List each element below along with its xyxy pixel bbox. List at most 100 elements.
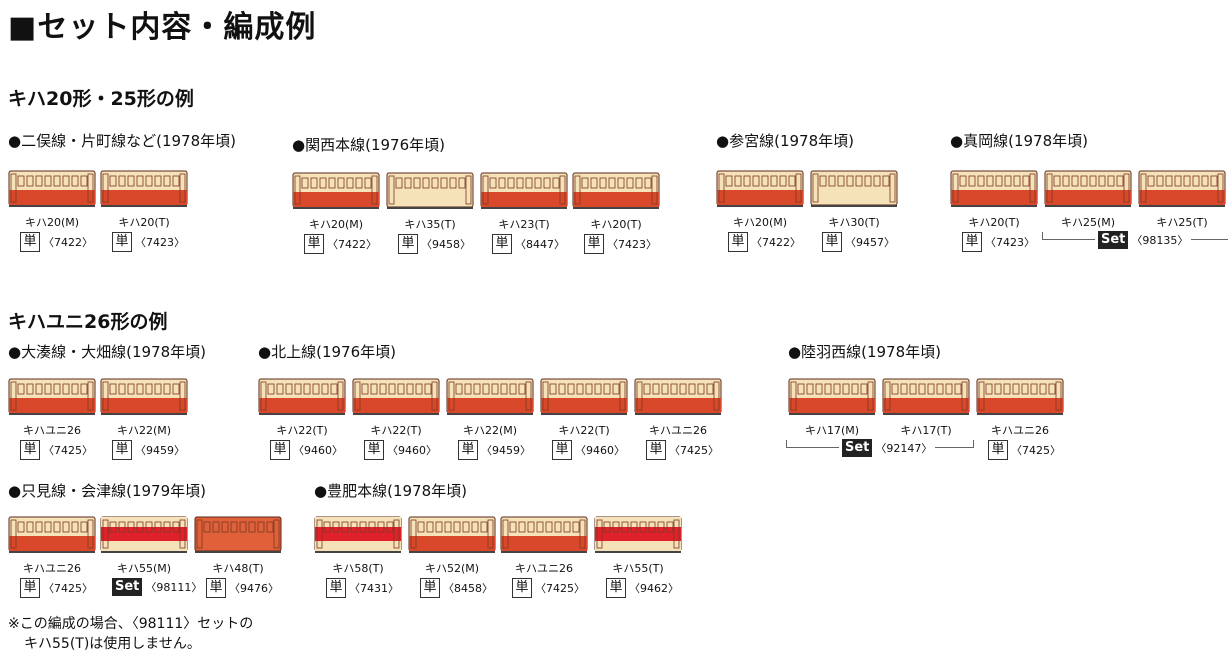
car-model-label: キハ22(T) [276,424,328,437]
car-model-label: キハ25(T) [1156,216,1208,229]
single-badge: 単 [646,440,666,460]
single-badge: 単 [512,578,532,598]
single-badge: 単 [326,578,346,598]
car-model-label: キハ35(T) [404,218,456,231]
product-number: 〈7425〉 [43,444,93,457]
product-number: 〈9460〉 [387,444,437,457]
group-label-kansai: ●関西本線(1976年頃) [292,136,445,154]
single-badge: 単 [458,440,478,460]
product-number: 〈8458〉 [443,582,493,595]
group-label-ominato: ●大湊線・大畑線(1978年頃) [8,343,206,361]
product-code: 単〈7425〉 [20,440,93,460]
car-model-label: キハ22(M) [462,424,518,437]
product-number: 〈8447〉 [515,238,565,251]
train-car [572,172,660,210]
single-badge: 単 [20,232,40,252]
train-car [100,516,188,554]
car-model-label: キハ22(T) [370,424,422,437]
car-model-label: キハ20(T) [968,216,1020,229]
page-title: ■セット内容・編成例 [8,10,317,45]
car-model-label: キハ17(M) [804,424,860,437]
train-car [8,378,96,416]
product-code: 単〈7422〉 [20,232,93,252]
product-code: 単〈9462〉 [606,578,679,598]
single-badge: 単 [988,440,1008,460]
section-title-kiha20: キハ20形・25形の例 [8,88,194,110]
product-number: 〈7425〉 [43,582,93,595]
product-number: 〈9476〉 [229,582,279,595]
single-badge: 単 [304,234,324,254]
product-number: 〈9460〉 [293,444,343,457]
product-code: 単〈9460〉 [552,440,625,460]
car-model-label: キハ48(T) [212,562,264,575]
group-label-moka: ●真岡線(1978年頃) [950,132,1088,150]
single-badge: 単 [822,232,842,252]
single-badge: 単 [492,234,512,254]
train-car [716,170,804,208]
train-car [976,378,1064,416]
product-number: 〈9459〉 [481,444,531,457]
car-model-label: キハ52(M) [424,562,480,575]
single-badge: 単 [962,232,982,252]
product-code: 単〈7423〉 [962,232,1035,252]
product-code: 単〈9476〉 [206,578,279,598]
product-number: 〈7423〉 [135,236,185,249]
train-car [634,378,722,416]
product-code: 単〈8458〉 [420,578,493,598]
product-number: 〈7425〉 [1011,444,1061,457]
product-code: 単〈9458〉 [398,234,471,254]
train-car [100,170,188,208]
product-code: 単〈9460〉 [270,440,343,460]
note-line-1: ※この編成の場合、〈98111〉セットの [8,616,254,632]
product-code: Set〈98111〉 [112,578,202,596]
car-model-label: キハユニ26 [515,562,573,575]
train-car [8,170,96,208]
car-model-label: キハ55(T) [612,562,664,575]
train-car [194,516,282,554]
group-label-sangu: ●参宮線(1978年頃) [716,132,854,150]
train-car [500,516,588,554]
car-model-label: キハユニ26 [23,562,81,575]
car-model-label: キハ30(T) [828,216,880,229]
car-model-label: キハ22(T) [558,424,610,437]
single-badge: 単 [20,440,40,460]
train-car [810,170,898,208]
train-car [446,378,534,416]
car-model-label: キハユニ26 [649,424,707,437]
car-model-label: キハ25(M) [1060,216,1116,229]
single-badge: 単 [552,440,572,460]
product-code: 単〈9457〉 [822,232,895,252]
product-number: 〈98111〉 [145,581,203,594]
usage-note: ※この編成の場合、〈98111〉セットの キハ55(T)は使用しません。 [8,614,253,654]
group-label-hohi: ●豊肥本線(1978年頃) [314,482,467,500]
product-number: 〈9460〉 [575,444,625,457]
single-badge: 単 [112,440,132,460]
set-badge: Set [842,439,873,457]
product-number: 〈9459〉 [135,444,185,457]
car-model-label: キハ23(T) [498,218,550,231]
set-product-code: Set〈92147〉 [839,439,936,457]
product-code: 単〈7425〉 [512,578,585,598]
group-label-tadami: ●只見線・会津線(1979年頃) [8,482,206,500]
set-product-code: Set〈98135〉 [1095,231,1192,249]
product-code: 単〈7422〉 [304,234,377,254]
product-number: 〈9457〉 [845,236,895,249]
group-label-kitakami: ●北上線(1976年頃) [258,343,396,361]
car-model-label: キハ17(T) [900,424,952,437]
train-car [258,378,346,416]
single-badge: 単 [420,578,440,598]
car-model-label: キハユニ26 [23,424,81,437]
product-number: 〈9458〉 [421,238,471,251]
product-number: 〈7431〉 [349,582,399,595]
train-car [386,172,474,210]
product-code: 単〈8447〉 [492,234,565,254]
product-number: 〈7425〉 [669,444,719,457]
train-car [540,378,628,416]
product-number: 〈7423〉 [985,236,1035,249]
product-number: 〈7422〉 [327,238,377,251]
train-car [100,378,188,416]
train-car [1138,170,1226,208]
product-code: 単〈7425〉 [646,440,719,460]
single-badge: 単 [270,440,290,460]
product-code: 単〈9460〉 [364,440,437,460]
